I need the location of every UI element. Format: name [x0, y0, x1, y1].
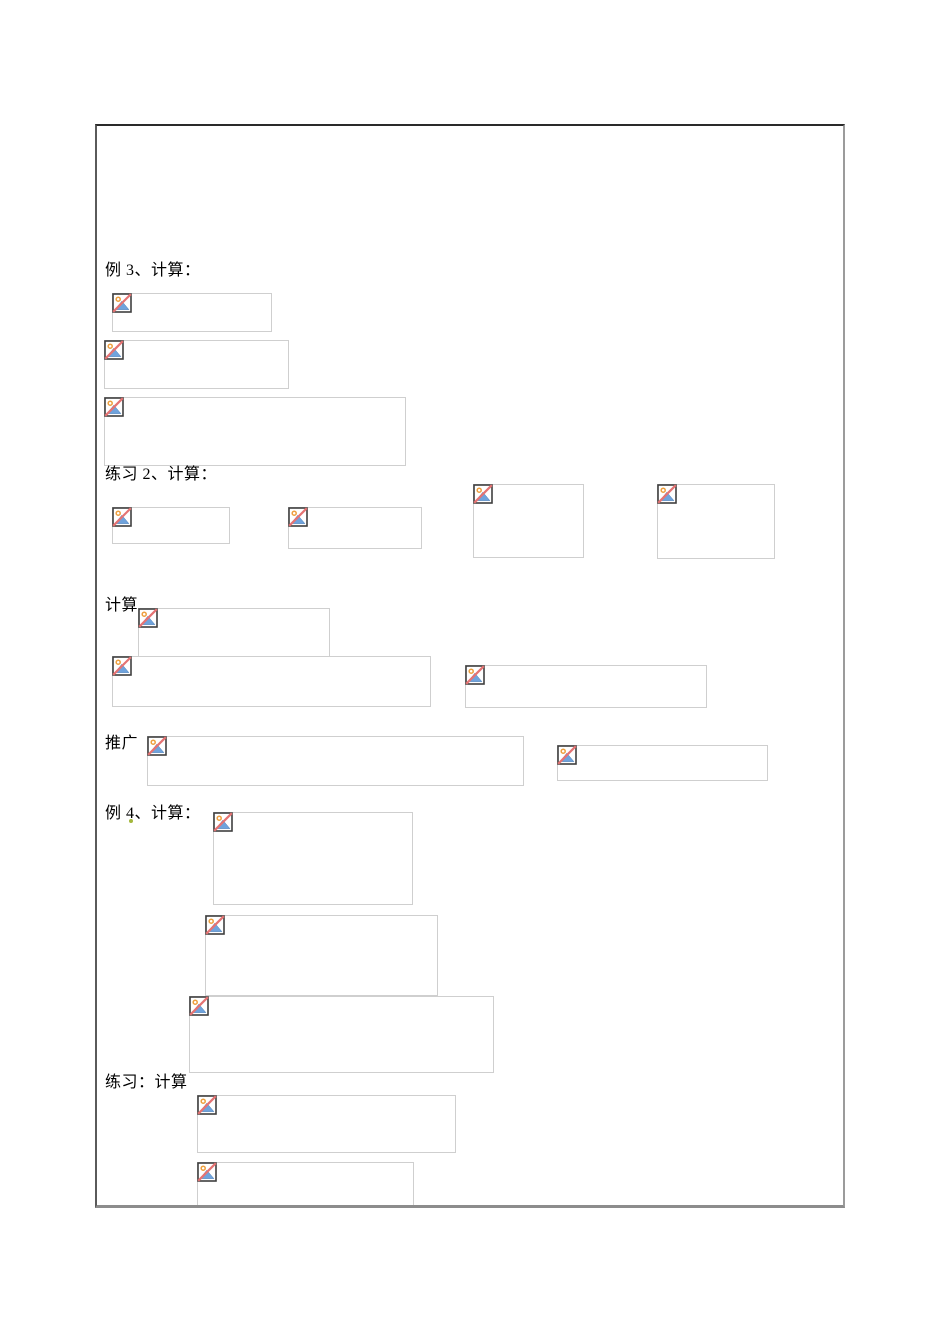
broken-image-icon — [104, 340, 124, 360]
broken-image-icon — [657, 484, 677, 504]
image-placeholder — [112, 656, 431, 707]
spellcheck-dot — [129, 819, 133, 823]
heading-exercise-2: 练习 2、计算： — [105, 466, 218, 483]
heading-example-4: 例 4、计算： — [105, 805, 201, 822]
document-page: 例 3、计算： 练习 2、计算： 计算 推广 例 4、计算： 练习：计算 — [95, 124, 845, 1208]
broken-image-icon — [473, 484, 493, 504]
image-placeholder — [197, 1162, 414, 1205]
heading-example-3: 例 3、计算： — [105, 262, 201, 279]
broken-image-icon — [288, 507, 308, 527]
broken-image-icon — [104, 397, 124, 417]
heading-compute: 计算 — [105, 597, 139, 614]
broken-image-icon — [197, 1162, 217, 1182]
image-placeholder — [197, 1095, 456, 1153]
broken-image-icon — [112, 656, 132, 676]
broken-image-icon — [112, 293, 132, 313]
image-placeholder — [147, 736, 524, 786]
image-placeholder — [288, 507, 422, 549]
image-placeholder — [473, 484, 584, 558]
image-placeholder — [138, 608, 330, 658]
image-placeholder — [104, 340, 289, 389]
broken-image-icon — [557, 745, 577, 765]
image-placeholder — [657, 484, 775, 559]
heading-exercise-compute: 练习：计算 — [105, 1074, 188, 1091]
broken-image-icon — [197, 1095, 217, 1115]
broken-image-icon — [465, 665, 485, 685]
image-placeholder — [465, 665, 707, 708]
broken-image-icon — [138, 608, 158, 628]
image-placeholder — [112, 293, 272, 332]
image-placeholder — [112, 507, 230, 544]
broken-image-icon — [213, 812, 233, 832]
image-placeholder — [213, 812, 413, 905]
image-placeholder — [557, 745, 768, 781]
broken-image-icon — [189, 996, 209, 1016]
image-placeholder — [189, 996, 494, 1073]
image-placeholder — [104, 397, 406, 466]
broken-image-icon — [147, 736, 167, 756]
broken-image-icon — [205, 915, 225, 935]
image-placeholder — [205, 915, 438, 996]
broken-image-icon — [112, 507, 132, 527]
heading-extension: 推广 — [105, 735, 139, 752]
